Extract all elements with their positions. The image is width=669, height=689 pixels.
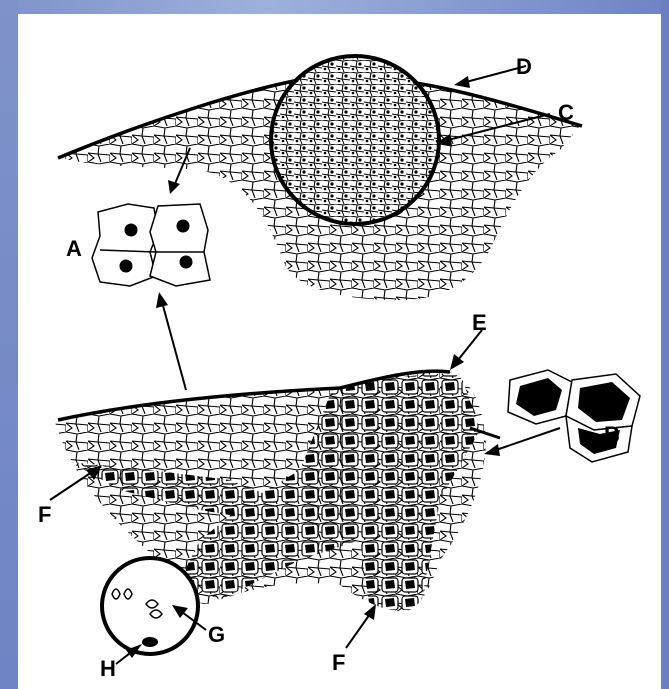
- arrow-to-A-lower: [156, 292, 186, 390]
- vascular-bundle-circle: [271, 56, 439, 224]
- arrow-F-bottom: [346, 604, 376, 648]
- inset-B-cells: [508, 370, 640, 462]
- vascular-bundle-inset: [102, 558, 198, 654]
- label-C: C: [558, 102, 574, 124]
- inset-A-cells: [92, 204, 210, 286]
- label-F-bottom: F: [332, 652, 345, 674]
- label-G: G: [208, 624, 225, 646]
- label-D: D: [516, 56, 532, 78]
- label-F-left: F: [38, 504, 51, 526]
- label-E: E: [472, 312, 487, 334]
- label-B: B: [604, 424, 620, 446]
- arrow-E: [450, 330, 482, 370]
- arrow-B: [484, 428, 560, 456]
- label-A: A: [66, 238, 82, 260]
- label-H: H: [100, 658, 116, 680]
